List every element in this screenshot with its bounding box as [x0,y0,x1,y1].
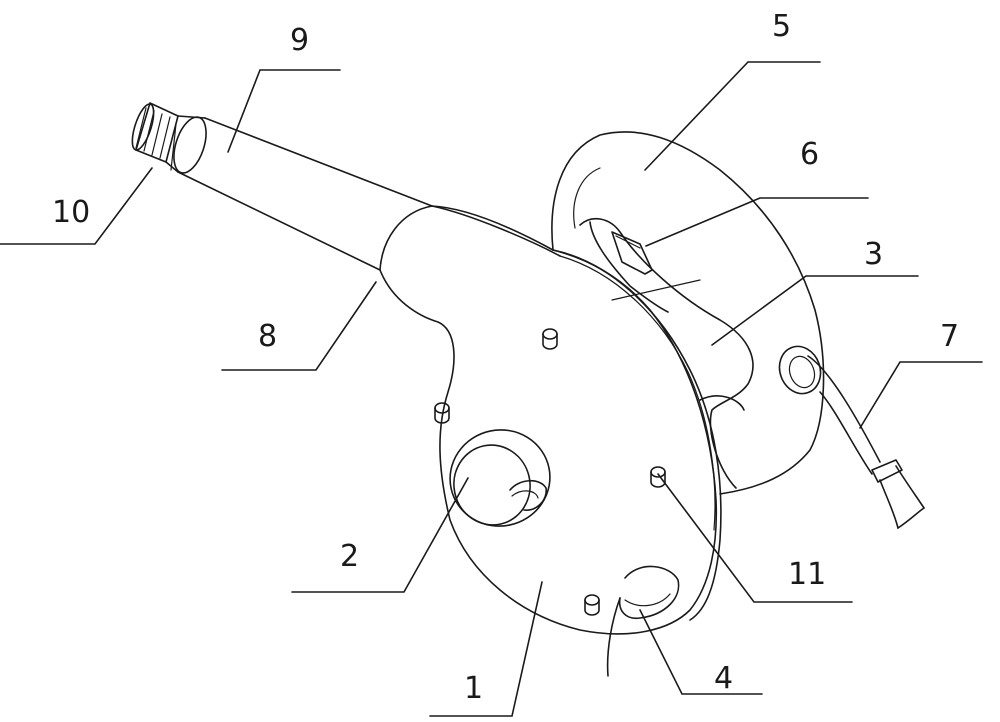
leader-8 [222,282,376,370]
screw-right [651,467,665,487]
label-11: 11 [788,557,826,592]
screw-upper [543,329,557,349]
label-6: 6 [800,137,819,172]
label-8: 8 [258,319,277,354]
leader-2 [292,478,468,592]
label-7: 7 [940,319,959,354]
leader-lines [0,62,982,716]
label-9: 9 [290,23,309,58]
nozzle-tube [168,113,432,270]
inlet-port [441,421,559,536]
leader-1 [430,582,542,716]
opening [608,566,679,676]
label-2: 2 [340,539,359,574]
power-cord [773,341,924,528]
leader-9 [228,70,340,152]
label-3: 3 [864,237,883,272]
screw-bottom [585,595,599,615]
label-1: 1 [464,671,483,706]
leader-7 [860,362,982,428]
handle [580,219,753,488]
switch [612,232,652,274]
threaded-cap [128,102,205,172]
label-5: 5 [772,9,791,44]
label-4: 4 [714,661,733,696]
label-10: 10 [52,195,90,230]
volute-housing [380,206,721,634]
leader-4 [640,610,762,694]
leader-5 [645,62,820,170]
motor-housing [552,132,824,494]
